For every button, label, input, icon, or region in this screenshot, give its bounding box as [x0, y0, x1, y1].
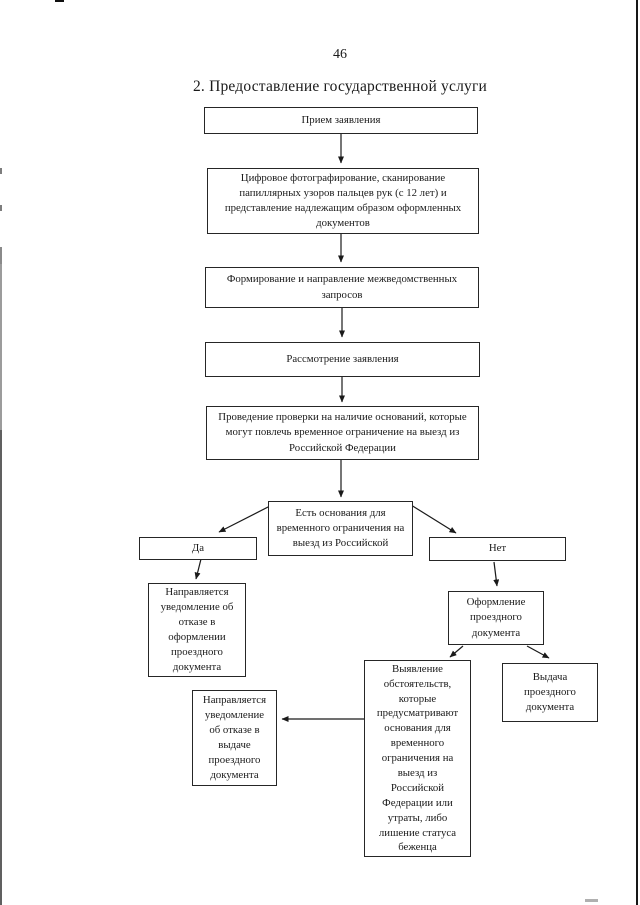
scan-artifact-left-dash-2 — [0, 205, 2, 211]
scan-artifact-right-edge-line — [636, 0, 638, 905]
flow-node-otkaz-v-oformlenii: Направляется уведомление об отказе в офо… — [148, 583, 246, 677]
scan-artifact-bottom-right-mark — [585, 899, 598, 902]
flow-node-vydacha-dokumenta: Выдача проездного документа — [502, 663, 598, 722]
flow-node-net: Нет — [429, 537, 566, 561]
flow-node-rassmotrenie-zayavleniya: Рассмотрение заявления — [205, 342, 480, 377]
page-number: 46 — [333, 47, 347, 62]
arrow-oformlenie-to-vyyavlenie — [449, 645, 464, 658]
flow-node-provedenie-proverki: Проведение проверки на наличие оснований… — [206, 406, 479, 460]
flow-node-da: Да — [139, 537, 257, 560]
flow-node-cifrovoe-fotografirovanie: Цифровое фотографирование, сканирование … — [207, 168, 479, 234]
scan-artifact-left-dash-1 — [0, 168, 2, 174]
scan-artifact-left-dash-3 — [0, 247, 2, 264]
scan-artifact-left-line-dark — [0, 430, 2, 905]
scan-artifact-top-mark — [55, 0, 64, 2]
flow-node-priem-zayavleniya: Прием заявления — [204, 107, 478, 134]
flow-node-oformlenie-dokumenta: Оформление проездного документа — [448, 591, 544, 645]
flow-node-vyyavlenie-obstoyatelstv: Выявление обстоятельств, которые предусм… — [364, 660, 471, 857]
arrow-oformlenie-to-vydacha — [526, 645, 550, 659]
page-title: 2. Предоставление государственной услуги — [192, 78, 488, 95]
arrow-no-to-oformlenie — [493, 561, 500, 587]
arrow-decision-to-no — [410, 504, 457, 534]
arrow-yes-to-otkaz-oformlenie — [194, 558, 202, 580]
flow-node-formirovanie-zaprosov: Формирование и направление межведомствен… — [205, 267, 479, 308]
flow-node-otkaz-v-vydache: Направляется уведомление об отказе в выд… — [192, 690, 277, 786]
scan-artifact-left-line-light — [0, 264, 2, 430]
arrow-decision-to-yes — [218, 505, 271, 533]
flow-node-decision-est-osnovaniya: Есть основания для временного ограничени… — [268, 501, 413, 556]
